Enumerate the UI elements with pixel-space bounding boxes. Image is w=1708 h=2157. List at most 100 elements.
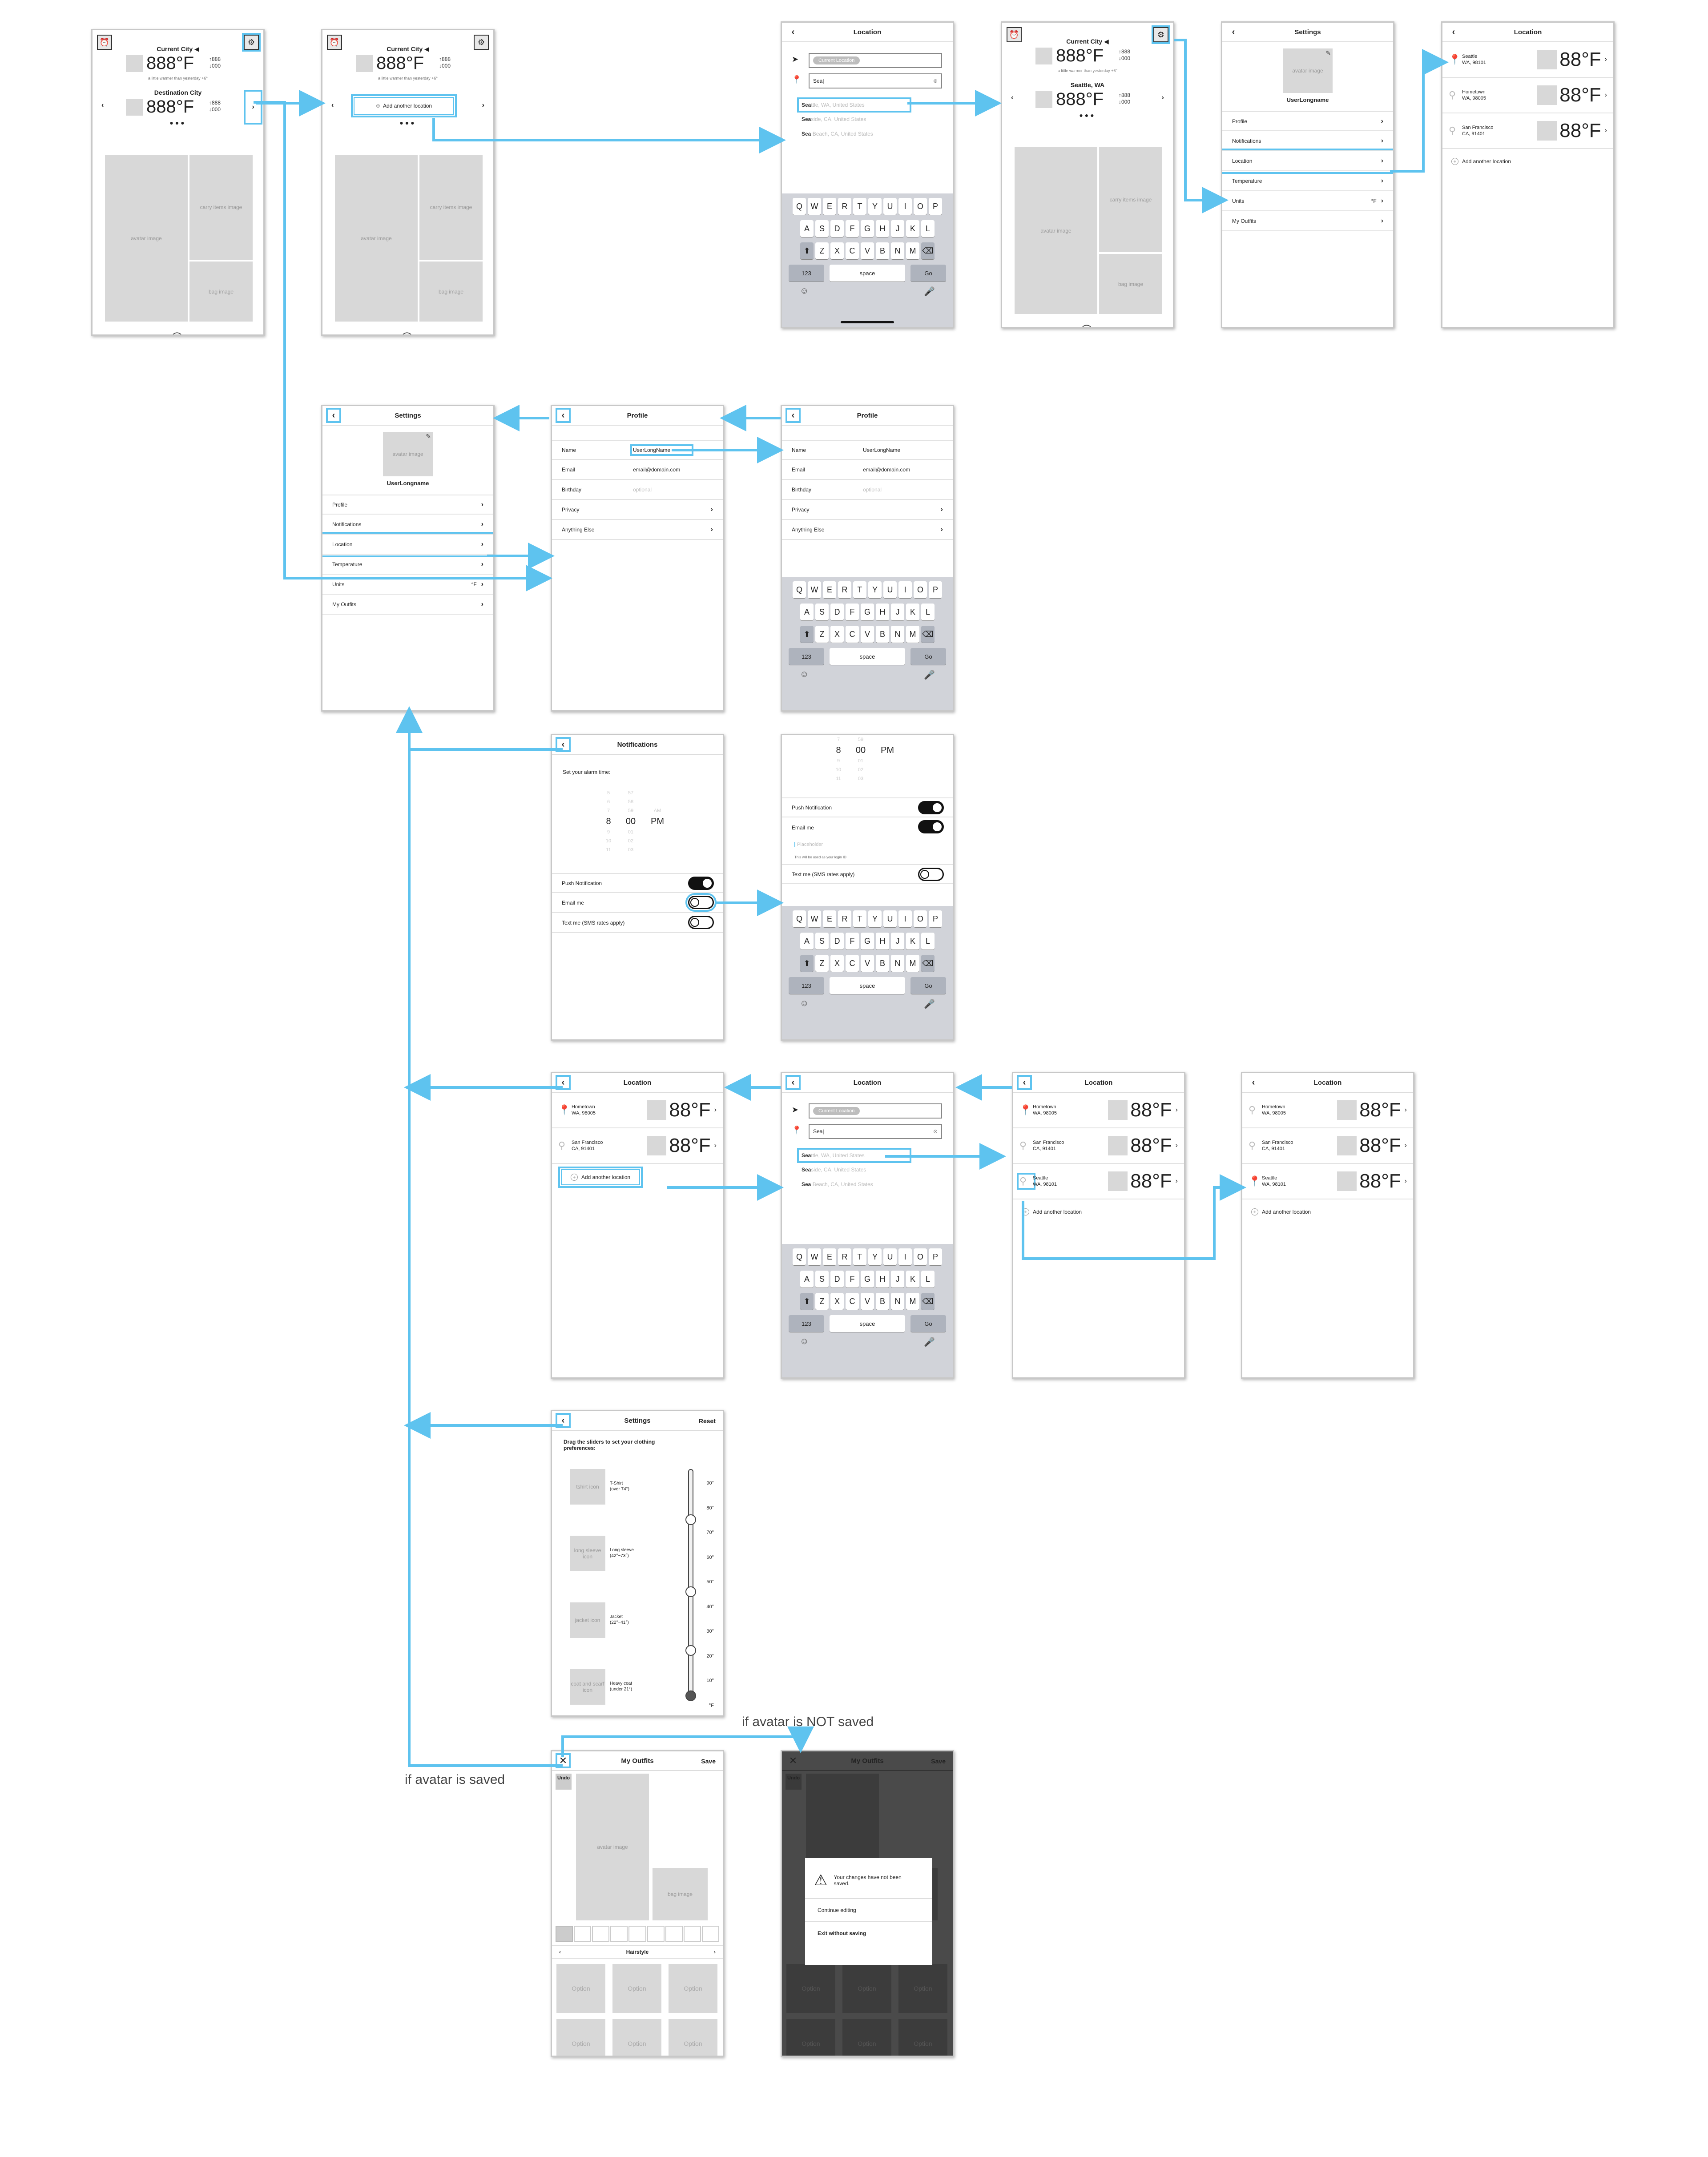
back-icon[interactable]: ‹ — [1232, 27, 1235, 37]
settings-item-location[interactable]: Location› — [322, 532, 493, 557]
next-arrow[interactable]: › — [244, 90, 262, 125]
alarm-icon[interactable]: ⏰ — [327, 35, 342, 50]
settings-item-location[interactable]: Location› — [1222, 149, 1393, 174]
email-toggle[interactable] — [918, 820, 944, 833]
settings-item-my-outfits[interactable]: My Outfits› — [1222, 211, 1393, 231]
suggestion-seaside[interactable]: Seaside, CA, United States — [802, 1167, 866, 1173]
push-toggle[interactable] — [688, 877, 714, 890]
profile-anything-else-row[interactable]: Anything Else› — [552, 520, 723, 540]
option-tile[interactable]: Option — [612, 2019, 661, 2056]
option-tile[interactable]: Option — [669, 1964, 717, 2013]
option-tile[interactable]: Option — [556, 2019, 605, 2056]
prev-arrow[interactable]: ‹ — [331, 101, 334, 109]
next-arrow[interactable]: › — [1161, 94, 1164, 101]
avatar-image[interactable]: avatar image✎ — [383, 432, 433, 476]
slider-handle-2[interactable] — [685, 1586, 696, 1597]
sms-toggle[interactable] — [688, 916, 714, 929]
next-arrow[interactable]: › — [482, 101, 484, 109]
profile-anything-else-row[interactable]: Anything Else› — [782, 520, 953, 540]
settings-item-units[interactable]: Units°F› — [322, 575, 493, 595]
exit-without-saving-button[interactable]: Exit without saving — [818, 1930, 866, 1936]
slider-handle-3[interactable] — [685, 1645, 696, 1656]
thumbnail-strip[interactable] — [556, 1926, 719, 1942]
add-location-button[interactable]: +Add another location — [1442, 149, 1613, 174]
save-button[interactable]: Save — [701, 1758, 716, 1765]
current-location-field[interactable]: Current Location — [809, 53, 942, 68]
back-icon[interactable]: ‹ — [786, 1075, 801, 1090]
back-icon[interactable]: ‹ — [791, 27, 795, 37]
current-location-field[interactable]: Current Location — [809, 1103, 942, 1119]
suggestion-sea-beach[interactable]: Sea Beach, CA, United States — [802, 131, 873, 137]
settings-item-units[interactable]: Units°F› — [1222, 191, 1393, 211]
gear-icon[interactable]: ⚙ — [244, 35, 259, 50]
alarm-icon[interactable]: ⏰ — [1007, 27, 1022, 42]
temperature-slider-track[interactable] — [688, 1469, 693, 1698]
back-icon[interactable]: ‹ — [786, 408, 801, 423]
back-icon[interactable]: ‹ — [1017, 1075, 1032, 1090]
settings-item-temperature[interactable]: Temperature› — [1222, 171, 1393, 191]
back-icon[interactable]: ‹ — [556, 1075, 571, 1090]
settings-item-notifications[interactable]: Notifications› — [322, 515, 493, 535]
chevron-up-icon[interactable]: ︵ — [1082, 319, 1093, 328]
add-location-button[interactable]: +Add another location — [1013, 1199, 1184, 1224]
email-placeholder-input[interactable]: Placeholder — [794, 842, 823, 847]
suggestion-seattle[interactable]: Seattle, WA, United States — [797, 97, 911, 113]
location-search-input[interactable]: Sea|⊗ — [809, 1124, 942, 1139]
category-selector[interactable]: ‹Hairstyle› — [552, 1945, 723, 1959]
add-location-button[interactable]: +Add another location — [552, 1164, 723, 1191]
close-icon[interactable]: ✕ — [789, 1755, 798, 1766]
push-toggle[interactable] — [918, 801, 944, 814]
alarm-icon[interactable]: ⏰ — [97, 35, 112, 50]
back-icon[interactable]: ‹ — [1252, 1078, 1255, 1087]
back-icon[interactable]: ‹ — [1452, 27, 1455, 37]
prev-arrow[interactable]: ‹ — [1011, 94, 1014, 101]
settings-item-profile[interactable]: Profile› — [1222, 111, 1393, 131]
add-location-button[interactable]: ⊕Add another location — [351, 94, 457, 117]
reset-button[interactable]: Reset — [698, 1417, 716, 1425]
suggestion-seaside[interactable]: Seaside, CA, United States — [802, 116, 866, 122]
gear-icon[interactable]: ⚙ — [1153, 27, 1168, 42]
profile-privacy-row[interactable]: Privacy› — [552, 500, 723, 520]
ampm-picker[interactable]: PM — [881, 745, 894, 755]
undo-button[interactable]: Undo — [786, 1774, 802, 1790]
avatar-image[interactable]: avatar image✎ — [1283, 48, 1333, 93]
add-location-button[interactable]: +Add another location — [1242, 1199, 1413, 1224]
suggestion-seattle[interactable]: Seattle, WA, United States — [797, 1148, 911, 1163]
sms-toggle[interactable] — [918, 868, 944, 881]
location-search-input[interactable]: Sea|⊗ — [809, 73, 942, 89]
option-tile[interactable]: Option — [612, 1964, 661, 2013]
option-tile[interactable]: Option — [669, 2019, 717, 2056]
continue-editing-button[interactable]: Continue editing — [805, 1899, 932, 1922]
email-toggle[interactable] — [685, 893, 717, 912]
back-icon[interactable]: ‹ — [556, 408, 571, 423]
back-icon[interactable]: ‹ — [556, 1413, 571, 1428]
save-button[interactable]: Save — [931, 1758, 946, 1765]
prev-arrow[interactable]: ‹ — [101, 101, 104, 109]
option-tile[interactable]: Option — [556, 1964, 605, 2013]
settings-item-profile[interactable]: Profile› — [322, 495, 493, 515]
